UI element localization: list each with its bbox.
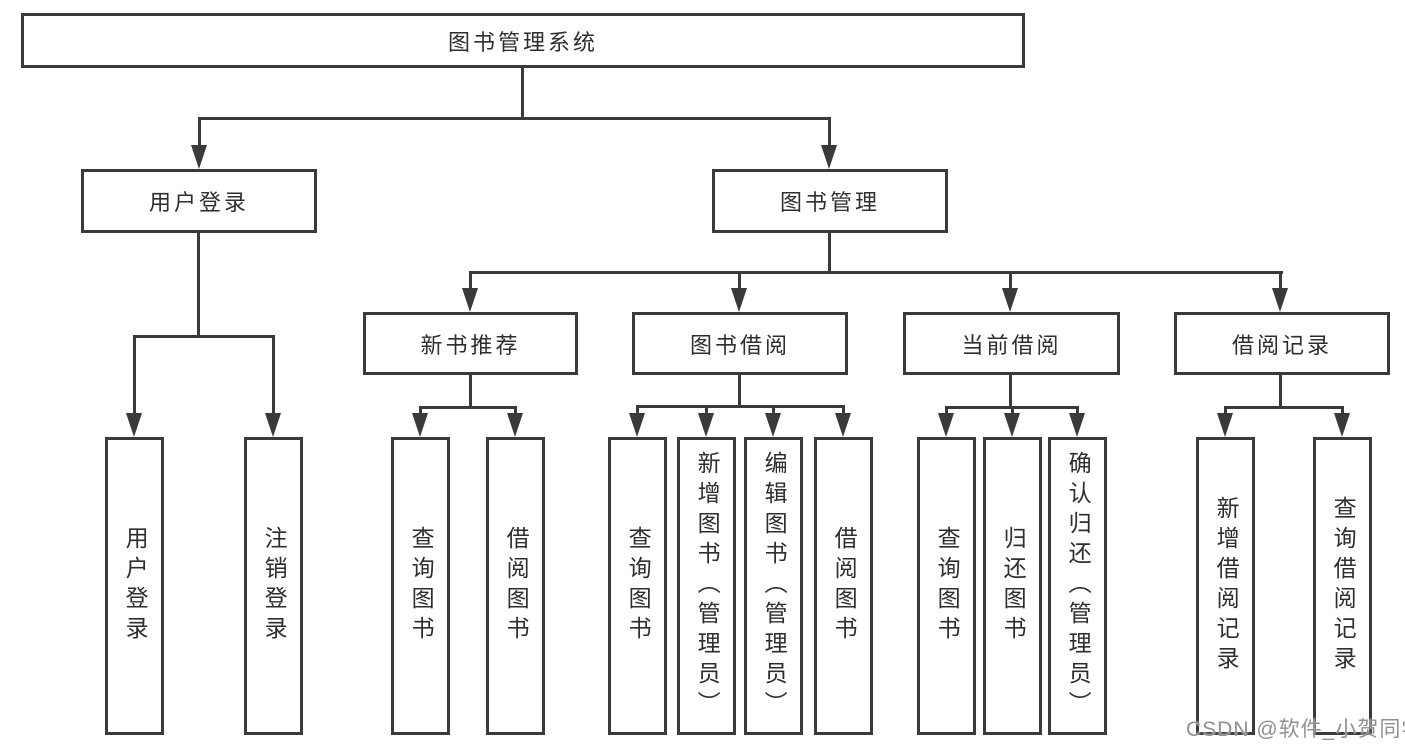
arrow-down-icon <box>629 413 645 437</box>
leaf-current-query-book-label: 查询图书 <box>934 526 961 646</box>
leaf-current-confirm-return-admin-label: 确认归还（管理员） <box>1065 451 1092 721</box>
connector-line <box>419 406 422 416</box>
arrow-down-icon <box>731 288 747 312</box>
connector-line <box>842 405 845 416</box>
leaf-current-return-book: 归还图书 <box>983 437 1042 735</box>
connector-line <box>1009 375 1012 409</box>
connector-line <box>198 117 201 147</box>
leaf-logout-label: 注销登录 <box>261 526 288 646</box>
arrow-down-icon <box>507 413 523 437</box>
connector-line <box>469 271 1283 274</box>
leaf-recommend-query-book-label: 查询图书 <box>408 526 435 646</box>
arrow-down-icon <box>1002 288 1018 312</box>
leaf-record-add-record: 新增借阅记录 <box>1196 437 1255 735</box>
connector-line <box>521 68 524 118</box>
arrow-down-icon <box>698 413 714 437</box>
node-root-label: 图书管理系统 <box>447 29 598 55</box>
connector-line <box>419 406 517 409</box>
connector-line <box>1011 406 1014 416</box>
arrow-down-icon <box>1334 413 1350 437</box>
connector-line <box>1076 406 1079 416</box>
connector-line <box>1279 271 1282 291</box>
connector-line <box>772 405 775 416</box>
arrow-down-icon <box>765 413 781 437</box>
leaf-record-query-record: 查询借阅记录 <box>1313 437 1372 735</box>
leaf-current-confirm-return-admin: 确认归还（管理员） <box>1048 437 1107 735</box>
node-current-borrow-label: 当前借阅 <box>961 332 1062 358</box>
connector-line <box>636 405 845 408</box>
arrow-down-icon <box>1069 413 1085 437</box>
arrow-down-icon <box>821 145 837 169</box>
node-user-login: 用户登录 <box>81 169 317 233</box>
connector-line <box>1341 406 1344 416</box>
connector-line <box>828 117 831 147</box>
connector-line <box>945 406 948 416</box>
leaf-recommend-query-book: 查询图书 <box>391 437 450 735</box>
leaf-borrow-borrow-book-label: 借阅图书 <box>831 526 858 646</box>
connector-line <box>705 405 708 416</box>
node-book-management-label: 图书管理 <box>779 190 880 215</box>
leaf-borrow-add-book-admin: 新增图书（管理员） <box>677 437 736 735</box>
leaf-borrow-query-book: 查询图书 <box>608 437 667 735</box>
connector-line <box>133 335 275 338</box>
arrow-down-icon <box>1217 413 1233 437</box>
leaf-record-add-record-label: 新增借阅记录 <box>1213 496 1240 676</box>
connector-line <box>469 375 472 409</box>
arrow-down-icon <box>191 145 207 169</box>
leaf-user-login: 用户登录 <box>105 437 164 735</box>
node-book-borrow: 图书借阅 <box>632 312 848 375</box>
leaf-current-query-book: 查询图书 <box>917 437 976 735</box>
node-current-borrow: 当前借阅 <box>903 312 1120 375</box>
leaf-record-query-record-label: 查询借阅记录 <box>1330 496 1357 676</box>
leaf-current-return-book-label: 归还图书 <box>1000 526 1027 646</box>
connector-line <box>198 117 831 120</box>
arrow-down-icon <box>126 413 142 437</box>
connector-line <box>197 233 200 338</box>
leaf-borrow-query-book-label: 查询图书 <box>625 526 652 646</box>
arrow-down-icon <box>265 413 281 437</box>
node-book-management: 图书管理 <box>712 169 948 233</box>
connector-line <box>636 405 639 416</box>
connector-line <box>469 271 472 291</box>
connector-line <box>1009 271 1012 291</box>
connector-line <box>738 375 741 408</box>
arrow-down-icon <box>835 413 851 437</box>
leaf-borrow-edit-book-admin-label: 编辑图书（管理员） <box>761 451 788 721</box>
leaf-recommend-borrow-book: 借阅图书 <box>486 437 545 735</box>
node-user-login-label: 用户登录 <box>148 190 249 215</box>
leaf-user-login-label: 用户登录 <box>122 526 149 646</box>
connector-line <box>133 335 136 415</box>
node-book-borrow-label: 图书借阅 <box>689 332 790 358</box>
arrow-down-icon <box>1004 413 1020 437</box>
arrow-down-icon <box>1272 288 1288 312</box>
leaf-logout: 注销登录 <box>244 437 303 735</box>
connector-line <box>738 271 741 291</box>
arrow-down-icon <box>462 288 478 312</box>
connector-line <box>828 233 831 274</box>
leaf-borrow-add-book-admin-label: 新增图书（管理员） <box>694 451 721 721</box>
leaf-recommend-borrow-book-label: 借阅图书 <box>503 526 530 646</box>
leaf-borrow-borrow-book: 借阅图书 <box>814 437 873 735</box>
arrow-down-icon <box>938 413 954 437</box>
connector-line <box>272 335 275 415</box>
arrow-down-icon <box>412 413 428 437</box>
leaf-borrow-edit-book-admin: 编辑图书（管理员） <box>744 437 803 735</box>
node-new-book-recommend: 新书推荐 <box>363 312 578 375</box>
connector-line <box>1279 375 1282 409</box>
node-new-book-recommend-label: 新书推荐 <box>420 332 521 358</box>
connector-line <box>1224 406 1344 409</box>
watermark: CSDN @软件_小贺同学 <box>1186 718 1405 741</box>
connector-line <box>514 406 517 416</box>
node-root: 图书管理系统 <box>21 13 1025 68</box>
connector-line <box>1224 406 1227 416</box>
node-borrow-record-label: 借阅记录 <box>1231 332 1332 358</box>
node-borrow-record: 借阅记录 <box>1174 312 1390 375</box>
